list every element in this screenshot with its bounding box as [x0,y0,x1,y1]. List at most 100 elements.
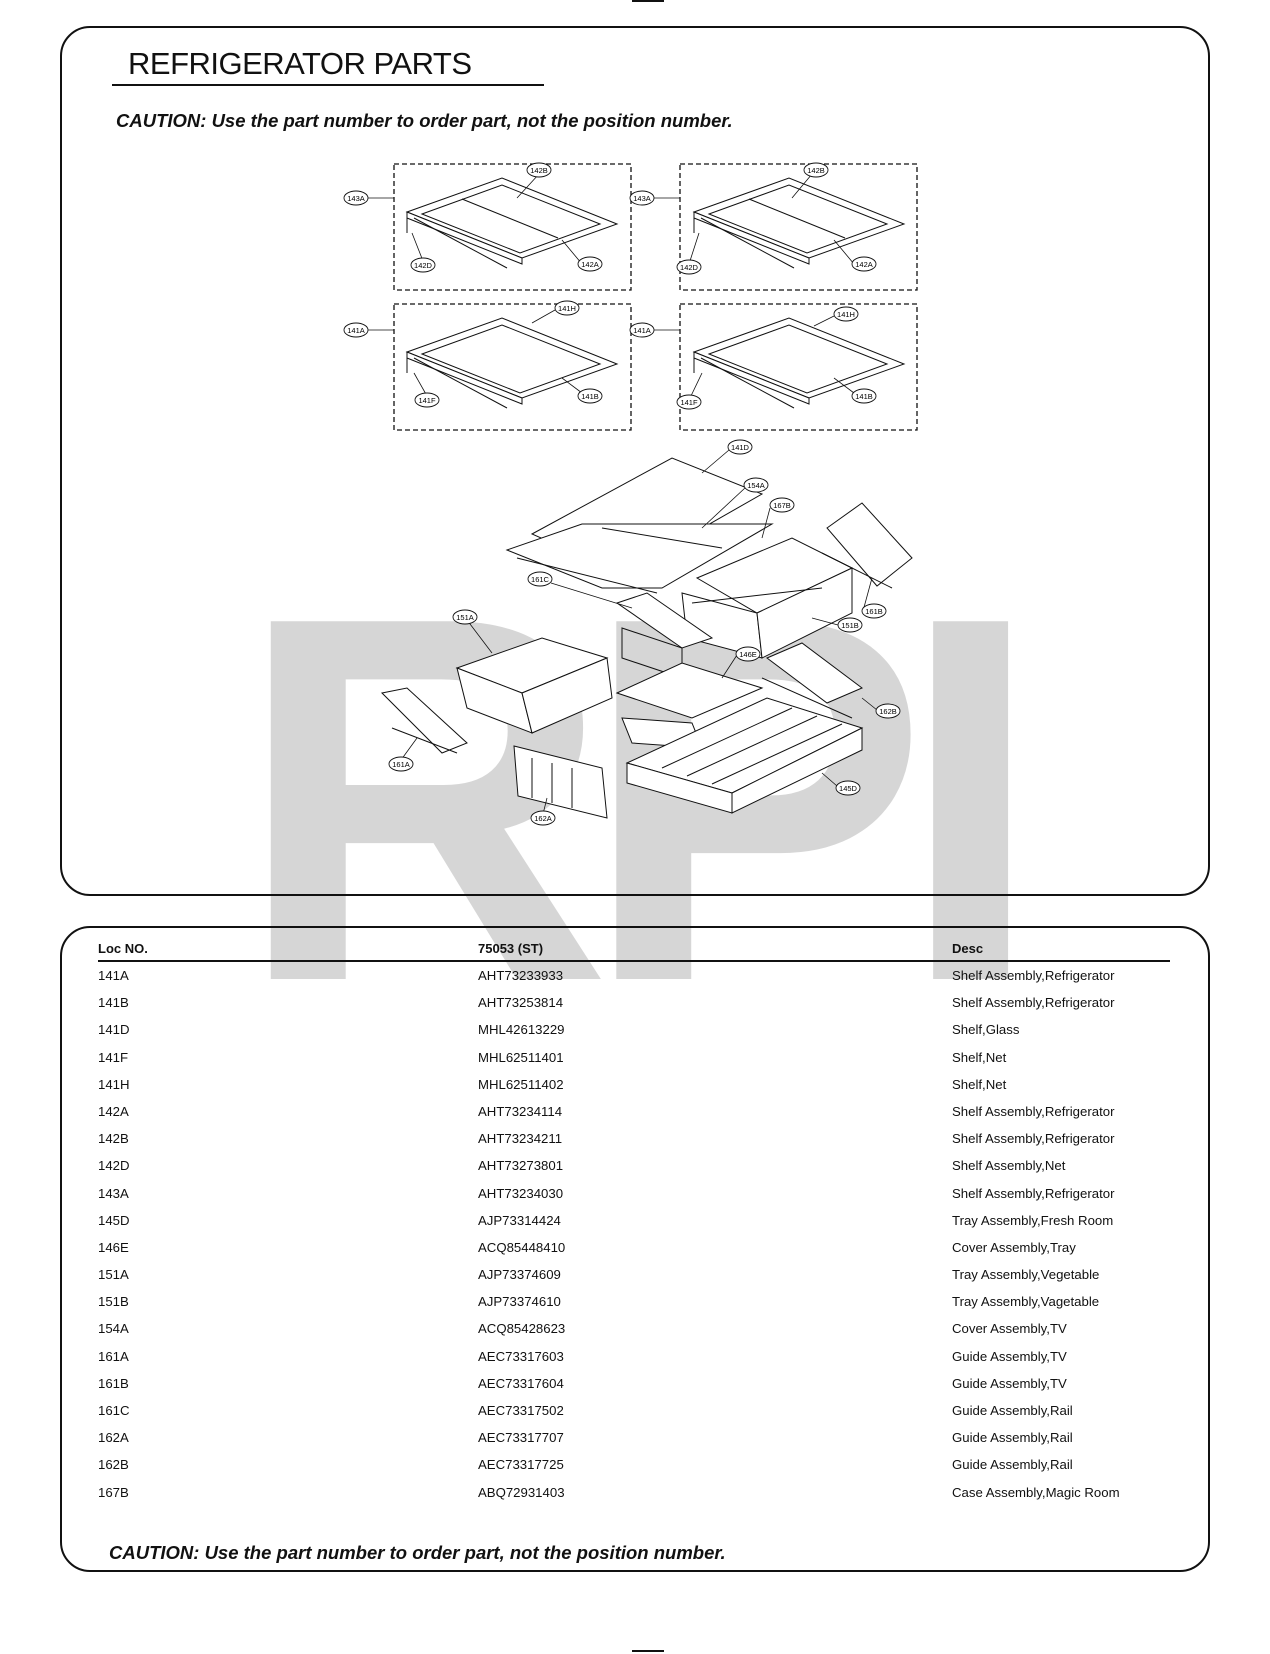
cell-loc: 162A [98,1430,129,1446]
callout-142b: 142B [526,162,552,178]
svg-text:151B: 151B [841,621,859,630]
svg-text:154A: 154A [747,481,765,490]
cell-loc: 141H [98,1076,130,1092]
caution-note-bottom: CAUTION: Use the part number to order pa… [109,1542,726,1563]
cell-desc: Shelf,Net [952,1076,1007,1092]
callout-161c: 161C [527,571,553,587]
callout-151b: 151B [837,617,863,633]
cell-part-number: AHT73234030 [478,1185,564,1201]
title-underline [112,84,544,86]
shelf-box-142-left [393,163,632,291]
cell-part-number: ACQ85448410 [478,1239,566,1255]
cell-loc: 145D [98,1212,130,1228]
vegetable-tray-151a-sketch [455,637,613,734]
cell-desc: Shelf Assembly,Refrigerator [952,1131,1115,1147]
svg-text:141D: 141D [731,443,750,452]
svg-text:161B: 161B [865,607,883,616]
cell-part-number: AHT73253814 [478,995,564,1011]
cell-desc: Shelf Assembly,Refrigerator [952,995,1115,1011]
callout-142d: 142D [410,257,436,273]
callout-142a: 142A [577,256,603,272]
svg-text:142A: 142A [581,260,599,269]
page-top-mark [632,0,664,2]
cell-part-number: AEC73317725 [478,1457,564,1473]
callout-154a: 154A [743,477,769,493]
svg-text:141F: 141F [680,398,698,407]
cell-desc: Guide Assembly,Rail [952,1457,1073,1473]
callout-143a: 143A [343,190,369,206]
callout-142b: 142B [803,162,829,178]
cell-part-number: AEC73317604 [478,1375,564,1391]
cell-loc: 142A [98,1103,129,1119]
shelf-box-141-right [679,303,918,431]
cell-desc: Shelf Assembly,Refrigerator [952,1185,1115,1201]
svg-text:142B: 142B [530,166,548,175]
tv-cover-sketch [505,523,774,594]
svg-text:141H: 141H [837,310,855,319]
callout-141a: 141A [629,322,655,338]
cell-desc: Tray Assembly,Vagetable [952,1294,1100,1310]
table-header: Loc NO. 75053 (ST) Desc [98,938,1170,962]
svg-text:143A: 143A [633,194,651,203]
callout-161b: 161B [861,603,887,619]
cell-loc: 142B [98,1131,129,1147]
callout-142d: 142D [676,259,702,275]
callout-162a: 162A [530,810,556,826]
cell-loc: 162B [98,1457,129,1473]
callout-146e: 146E [735,646,761,662]
cell-part-number: AHT73233933 [478,968,564,983]
guide-161b-sketch [821,502,913,589]
svg-text:142D: 142D [414,261,433,270]
shelf-box-141-left [393,303,632,431]
cell-desc: Guide Assembly,TV [952,1348,1067,1364]
callout-141d: 141D [727,439,753,455]
cell-desc: Shelf Assembly,Net [952,1158,1066,1174]
cell-part-number: AEC73317707 [478,1430,564,1446]
table-row: 161B AEC73317604 Guide Assembly,TV [98,1370,1170,1397]
cell-desc: Guide Assembly,Rail [952,1403,1073,1418]
cell-loc: 161A [98,1348,129,1364]
cell-part-number: AHT73273801 [478,1158,564,1174]
table-row: 142D AHT73273801 Shelf Assembly,Net [98,1152,1170,1179]
cell-desc: Guide Assembly,TV [952,1375,1067,1391]
cell-loc: 167B [98,1484,129,1500]
svg-text:161C: 161C [531,575,550,584]
shelf-box-142-right [679,163,918,291]
cell-loc: 142D [98,1158,130,1174]
svg-text:162B: 162B [879,707,897,716]
cell-desc: Shelf Assembly,Refrigerator [952,968,1115,983]
table-row: 162B AEC73317725 Guide Assembly,Rail [98,1451,1170,1478]
svg-text:141H: 141H [558,304,576,313]
cell-part-number: ABQ72931403 [478,1484,565,1500]
svg-text:142D: 142D [680,263,699,272]
cell-loc: 151B [98,1294,129,1310]
cell-desc: Shelf,Glass [952,1022,1020,1038]
cell-loc: 161B [98,1375,129,1391]
guide-161a-sketch [380,687,468,754]
callout-141b: 141B [577,388,603,404]
fresh-room-tray-145d-sketch [625,697,864,814]
svg-text:141F: 141F [418,396,436,405]
callout-141f: 141F [414,392,440,408]
magic-room-case-sketch [681,537,854,659]
cell-part-number: AJP73374609 [478,1267,561,1283]
page-bottom-mark [632,1650,664,1652]
cell-part-number: MHL42613229 [478,1022,565,1038]
svg-text:143A: 143A [347,194,365,203]
cell-desc: Tray Assembly,Vegetable [952,1267,1100,1283]
column-header-loc: Loc NO. [98,941,148,956]
callout-141f: 141F [676,394,702,410]
cell-loc: 161C [98,1403,130,1418]
